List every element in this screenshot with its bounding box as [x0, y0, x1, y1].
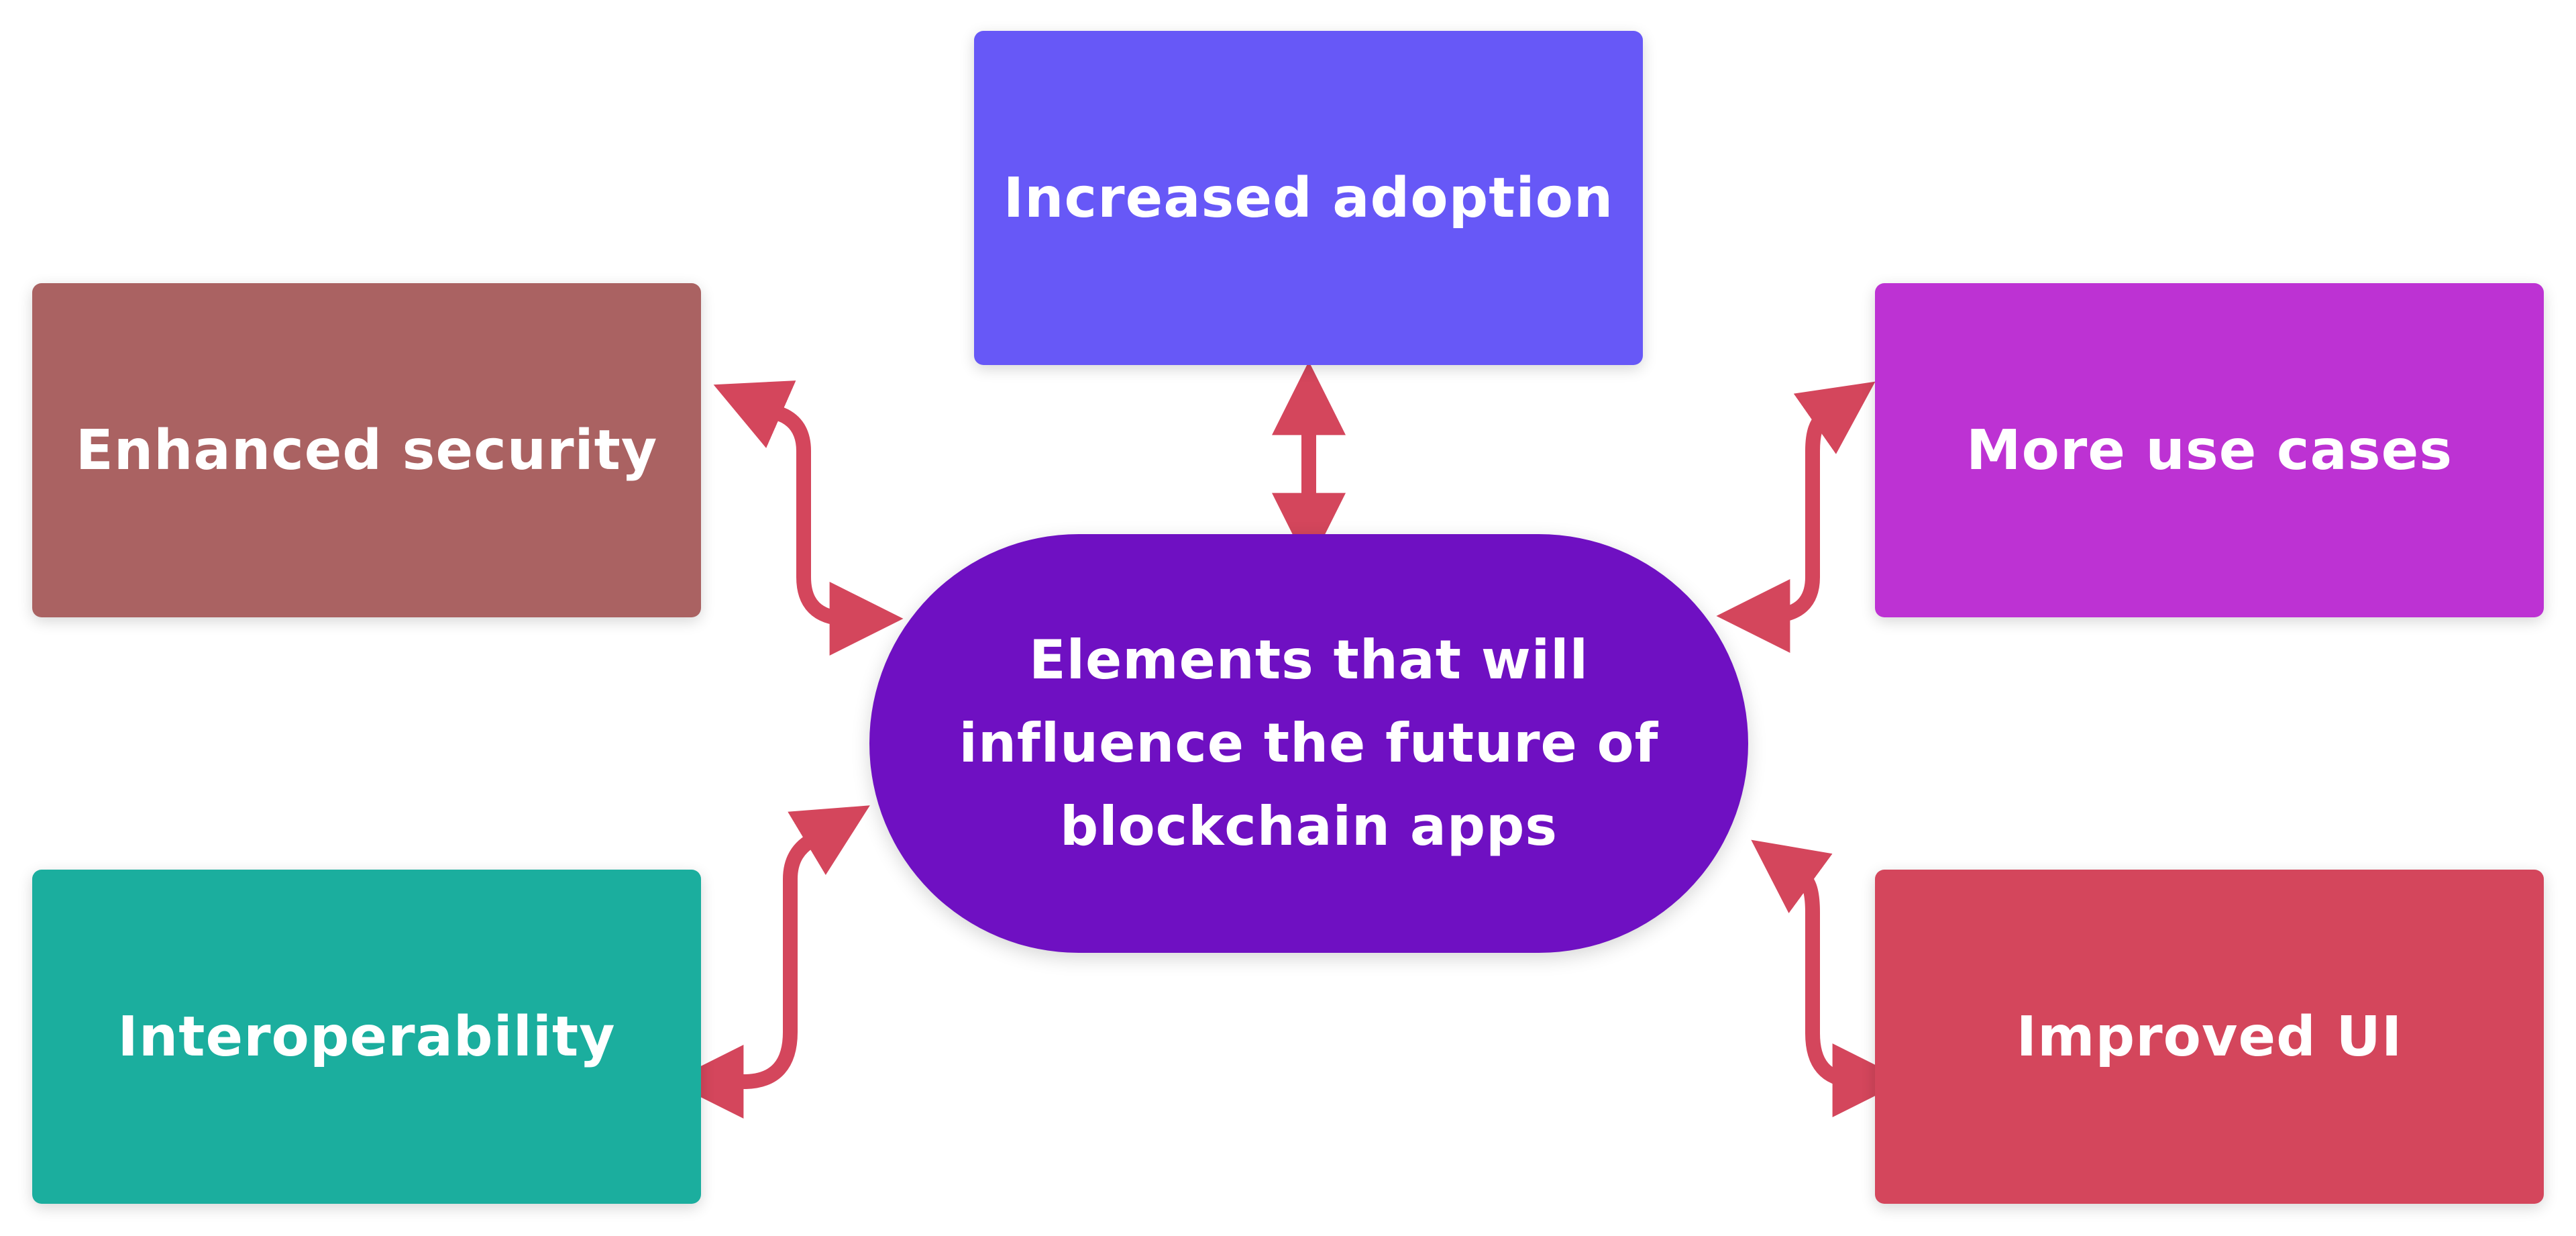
node-enhanced-security-label: Enhanced security	[75, 418, 658, 482]
central-topic-label: Elements that will influence the future …	[959, 629, 1659, 858]
node-improved-ui: Improved UI	[1875, 870, 2544, 1204]
node-increased-adoption: Increased adoption	[974, 31, 1643, 365]
arrow-more-use-cases	[1716, 381, 1876, 653]
node-enhanced-security: Enhanced security	[32, 283, 701, 617]
node-interoperability-label: Interoperability	[117, 1005, 616, 1069]
central-topic-node: Elements that will influence the future …	[869, 534, 1748, 953]
node-more-use-cases: More use cases	[1875, 283, 2544, 617]
arrow-interoperability	[669, 805, 870, 1119]
arrow-enhanced-security	[713, 380, 904, 656]
node-interoperability: Interoperability	[32, 870, 701, 1204]
node-improved-ui-label: Improved UI	[2016, 1005, 2403, 1069]
node-more-use-cases-label: More use cases	[1966, 418, 2453, 482]
node-increased-adoption-label: Increased adoption	[1003, 166, 1614, 230]
arrow-improved-ui	[1751, 839, 1907, 1117]
